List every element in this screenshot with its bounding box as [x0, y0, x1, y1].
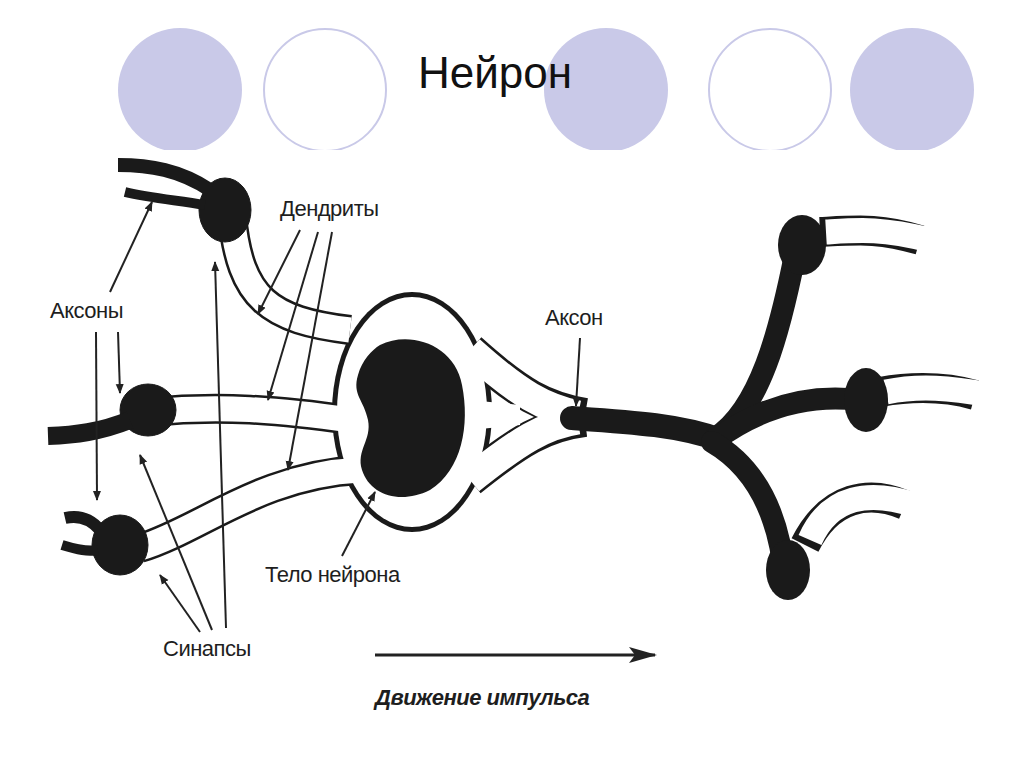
- axon-fiber: [125, 192, 205, 205]
- nucleus: [356, 339, 465, 497]
- leader-lines: [96, 202, 580, 632]
- postsynaptic-fill: [826, 230, 930, 240]
- postsynaptic-fill: [886, 388, 990, 395]
- neuron-body: [337, 297, 487, 527]
- axon-trunk: [572, 418, 720, 440]
- leader-line: [96, 332, 97, 500]
- decor-circle: [709, 29, 831, 150]
- axon-fiber: [62, 545, 98, 551]
- leader-line: [288, 232, 332, 470]
- caption-label: Движение импульса: [375, 685, 589, 711]
- slide-title: Нейрон: [418, 48, 572, 98]
- synaptic-knob: [766, 540, 810, 600]
- leader-line: [215, 262, 226, 628]
- axon-fiber: [48, 420, 130, 436]
- part-label: Аксон: [545, 305, 603, 331]
- leader-line: [268, 232, 318, 400]
- leader-line: [160, 575, 200, 632]
- leader-line: [258, 230, 300, 314]
- synaptic-knob: [844, 368, 888, 432]
- hillock-fill: [470, 420, 578, 480]
- leader-line: [118, 332, 120, 393]
- presynaptic-axons: [48, 165, 251, 575]
- axon-fiber: [65, 517, 100, 530]
- dendrite-fill: [150, 409, 350, 420]
- axon-branch: [715, 398, 860, 440]
- postsynaptic-fill: [810, 497, 915, 540]
- neuron-fill: [140, 215, 990, 548]
- leader-line: [140, 455, 212, 630]
- dendrite: [150, 409, 350, 420]
- part-label: Аксоны: [50, 298, 123, 324]
- leader-line: [576, 338, 580, 406]
- part-label: Синапсы: [163, 636, 251, 662]
- part-label: Тело нейрона: [265, 562, 400, 588]
- neuron-outline: [140, 215, 975, 548]
- synaptic-knob: [778, 215, 826, 275]
- impulse-arrow: [375, 654, 655, 657]
- decor-circle: [118, 28, 242, 150]
- leader-line: [342, 492, 375, 556]
- axon-terminals: [766, 215, 888, 600]
- part-label: Дендриты: [280, 196, 379, 222]
- decor-circle: [264, 29, 386, 150]
- leader-line: [110, 202, 152, 292]
- decor-circle: [850, 28, 974, 150]
- axon-fiber: [118, 165, 210, 190]
- axon: [572, 255, 860, 580]
- neuron-body-outline: [332, 292, 492, 532]
- decor-circles: [118, 28, 974, 150]
